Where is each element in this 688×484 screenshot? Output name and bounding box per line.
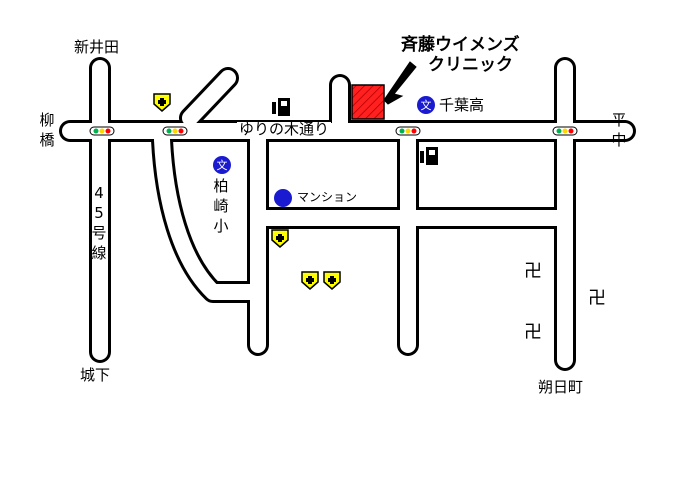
traffic-signal-icon xyxy=(89,126,115,136)
label-mansion: マンション xyxy=(297,190,358,204)
school-icon: 文 xyxy=(213,156,231,174)
temple-icon: 卍 xyxy=(524,322,542,343)
hospital-icon xyxy=(323,271,341,290)
label-bottom-right: 朔日町 xyxy=(538,378,584,396)
temple-icon: 卍 xyxy=(588,288,606,309)
temples: 卍 卍 卍 xyxy=(524,261,606,343)
clinic-name-line2: クリニック xyxy=(428,55,513,75)
gas-station-icon xyxy=(420,147,438,165)
temple-icon: 卍 xyxy=(524,261,542,282)
label-bottom-left: 城下 xyxy=(80,366,111,384)
roads xyxy=(59,57,636,371)
hospital-icon xyxy=(153,93,171,112)
svg-text:文: 文 xyxy=(217,158,228,172)
hospital-icon xyxy=(271,229,289,248)
label-school-elem: 柏崎小 xyxy=(213,177,229,235)
traffic-signal-icon xyxy=(552,126,578,136)
road-name-label: ゆりの木通り xyxy=(237,120,332,138)
school-icon: 文 xyxy=(417,96,435,114)
clinic-building xyxy=(351,84,385,120)
label-school-high: 千葉高 xyxy=(439,96,485,114)
hospital-icon xyxy=(301,271,319,290)
hospitals xyxy=(153,93,341,290)
label-route: 45号線 xyxy=(91,184,107,262)
traffic-signals xyxy=(89,126,578,136)
gas-station-icon xyxy=(272,98,290,116)
clinic-name-line1: 斉藤ウイメンズ xyxy=(401,35,520,55)
label-left: 柳橋 xyxy=(39,111,55,149)
label-top-left: 新井田 xyxy=(74,38,120,56)
traffic-signal-icon xyxy=(162,126,188,136)
svg-text:文: 文 xyxy=(421,98,432,112)
traffic-signal-icon xyxy=(395,126,421,136)
gas-stations xyxy=(272,98,438,165)
mansion-marker-icon xyxy=(274,189,292,207)
label-right: 平中 xyxy=(611,111,627,149)
clinic-arrow-icon xyxy=(383,61,417,105)
